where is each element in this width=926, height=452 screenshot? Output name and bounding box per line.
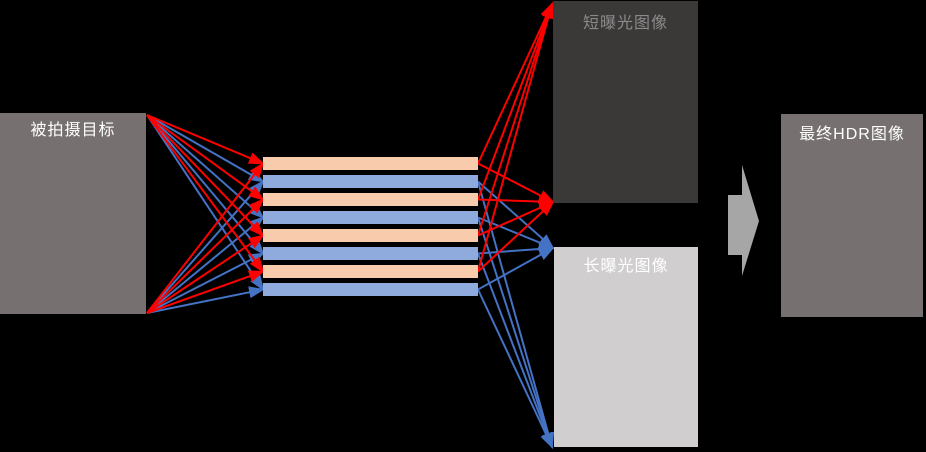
short-exposure-ray: [146, 114, 265, 201]
short-exposure-row-bar: [263, 229, 478, 242]
long-exposure-row-bar: [263, 175, 478, 188]
short-exposure-ray: [146, 114, 265, 165]
short-exposure-row-bar: [263, 265, 478, 278]
long-exposure-ray: [146, 114, 265, 292]
short-exposure-row-bar: [263, 193, 478, 206]
long-exposure-ray: [477, 253, 553, 449]
long-exposure-ray: [146, 252, 265, 314]
short-exposure-box: 短曝光图像: [553, 1, 698, 203]
final-hdr-box: 最终HDR图像: [781, 114, 923, 317]
long-exposure-ray: [477, 247, 555, 291]
short-exposure-ray: [146, 114, 265, 237]
long-exposure-ray: [146, 286, 265, 314]
target-box: 被拍摄目标: [0, 113, 146, 314]
long-exposure-row-bar: [263, 211, 478, 224]
merge-arrow-icon: [728, 165, 759, 276]
long-exposure-ray: [146, 216, 265, 314]
short-exposure-ray: [477, 2, 555, 272]
long-exposure-ray: [477, 217, 554, 449]
long-exposure-ray: [146, 114, 265, 256]
long-exposure-box: 长曝光图像: [554, 247, 698, 447]
short-exposure-ray: [477, 2, 554, 236]
short-exposure-label: 短曝光图像: [582, 15, 668, 32]
short-exposure-ray: [146, 114, 265, 274]
short-exposure-ray: [146, 270, 265, 314]
short-exposure-ray: [146, 234, 265, 314]
long-exposure-ray: [477, 289, 553, 449]
long-exposure-row-bar: [263, 247, 478, 260]
long-exposure-ray: [146, 114, 265, 219]
target-box-label: 被拍摄目标: [30, 122, 116, 139]
long-exposure-label: 长曝光图像: [583, 258, 669, 275]
final-hdr-label: 最终HDR图像: [799, 126, 905, 143]
short-exposure-ray: [477, 2, 553, 164]
long-exposure-ray: [477, 180, 555, 250]
short-exposure-ray: [146, 161, 265, 314]
long-exposure-row-bar: [263, 283, 478, 296]
short-exposure-ray: [477, 2, 553, 200]
short-exposure-ray: [146, 198, 265, 314]
short-exposure-ray: [477, 200, 555, 273]
short-exposure-row-bar: [263, 157, 478, 170]
long-exposure-ray: [146, 114, 265, 183]
long-exposure-ray: [146, 180, 265, 314]
